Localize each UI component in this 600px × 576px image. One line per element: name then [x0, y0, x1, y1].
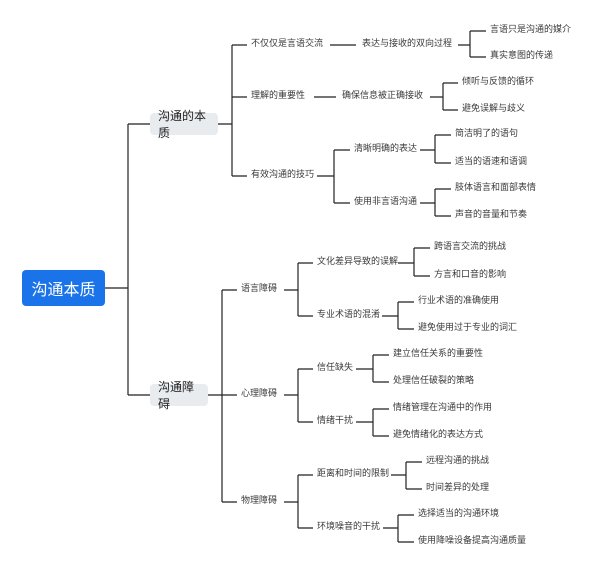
topic-node[interactable]: 语言障碍 [241, 284, 278, 294]
topic-node[interactable]: 使用非言语沟通 [354, 197, 418, 207]
topic-node[interactable]: 距离和时间的限制 [317, 469, 390, 479]
leaf-node[interactable]: 声音的音量和节奏 [455, 210, 528, 220]
leaf-node[interactable]: 时间差异的处理 [426, 483, 490, 493]
branch-node-barriers[interactable]: 沟通障碍 [150, 380, 208, 411]
leaf-node[interactable]: 跨语言交流的挑战 [434, 242, 507, 252]
leaf-node[interactable]: 真实意图的传递 [490, 51, 554, 61]
topic-node[interactable]: 清晰明确的表达 [354, 144, 418, 154]
leaf-node[interactable]: 避免情绪化的表达方式 [393, 430, 484, 440]
topic-node[interactable]: 不仅仅是言语交流 [251, 39, 324, 49]
leaf-node[interactable]: 言语只是沟通的媒介 [490, 25, 572, 35]
topic-node[interactable]: 专业术语的混淆 [317, 310, 381, 320]
topic-node[interactable]: 信任缺失 [317, 363, 354, 373]
leaf-node[interactable]: 避免使用过于专业的词汇 [418, 323, 518, 333]
topic-node[interactable]: 理解的重要性 [251, 91, 306, 101]
leaf-node[interactable]: 远程沟通的挑战 [426, 456, 490, 466]
leaf-node[interactable]: 适当的语速和语调 [455, 157, 528, 167]
topic-node[interactable]: 环境噪音的干扰 [317, 522, 381, 532]
topic-node[interactable]: 物理障碍 [241, 496, 278, 506]
leaf-node[interactable]: 方言和口音的影响 [434, 270, 507, 280]
leaf-node[interactable]: 倾听与反馈的循环 [462, 77, 535, 87]
leaf-node[interactable]: 建立信任关系的重要性 [393, 349, 484, 359]
leaf-node[interactable]: 使用降噪设备提高沟通质量 [418, 536, 527, 546]
topic-node[interactable]: 有效沟通的技巧 [251, 170, 315, 180]
topic-node[interactable]: 表达与接收的双向过程 [362, 39, 453, 49]
branch-node-nature[interactable]: 沟通的本质 [150, 109, 218, 140]
topic-node[interactable]: 心理障碍 [241, 389, 278, 399]
leaf-node[interactable]: 行业术语的准确使用 [418, 296, 500, 306]
leaf-node[interactable]: 处理信任破裂的策略 [393, 376, 475, 386]
leaf-node[interactable]: 肢体语言和面部表情 [455, 183, 537, 193]
topic-node[interactable]: 文化差异导致的误解 [317, 257, 399, 267]
leaf-node[interactable]: 避免误解与歧义 [462, 104, 526, 114]
leaf-node[interactable]: 简洁明了的语句 [455, 129, 519, 139]
leaf-node[interactable]: 情绪管理在沟通中的作用 [393, 403, 493, 413]
root-node[interactable]: 沟通本质 [22, 270, 105, 306]
topic-node[interactable]: 确保信息被正确接收 [342, 91, 424, 101]
leaf-node[interactable]: 选择适当的沟通环境 [418, 509, 500, 519]
topic-node[interactable]: 情绪干扰 [317, 416, 354, 426]
